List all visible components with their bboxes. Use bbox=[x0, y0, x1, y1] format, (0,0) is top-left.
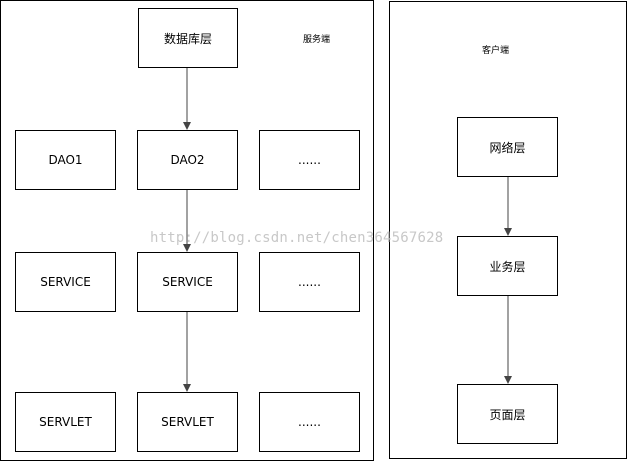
dao1-box: DAO1 bbox=[15, 130, 116, 190]
client-label: 客户端 bbox=[482, 46, 510, 56]
servlet2-box: SERVLET bbox=[137, 392, 238, 452]
service-ellipsis-box: ...... bbox=[259, 252, 360, 312]
dao-ellipsis-box: ...... bbox=[259, 130, 360, 190]
dao2-box: DAO2 bbox=[137, 130, 238, 190]
page-layer-box: 页面层 bbox=[457, 384, 558, 444]
watermark-text: http://blog.csdn.net/chen364567628 bbox=[150, 230, 444, 246]
service1-box: SERVICE bbox=[15, 252, 116, 312]
network-layer-box: 网络层 bbox=[457, 117, 558, 177]
server-label: 服务端 bbox=[303, 35, 331, 45]
servlet-ellipsis-box: ...... bbox=[259, 392, 360, 452]
servlet1-box: SERVLET bbox=[15, 392, 116, 452]
database-layer-box: 数据库层 bbox=[138, 8, 238, 68]
business-layer-box: 业务层 bbox=[457, 236, 558, 296]
service2-box: SERVICE bbox=[137, 252, 238, 312]
